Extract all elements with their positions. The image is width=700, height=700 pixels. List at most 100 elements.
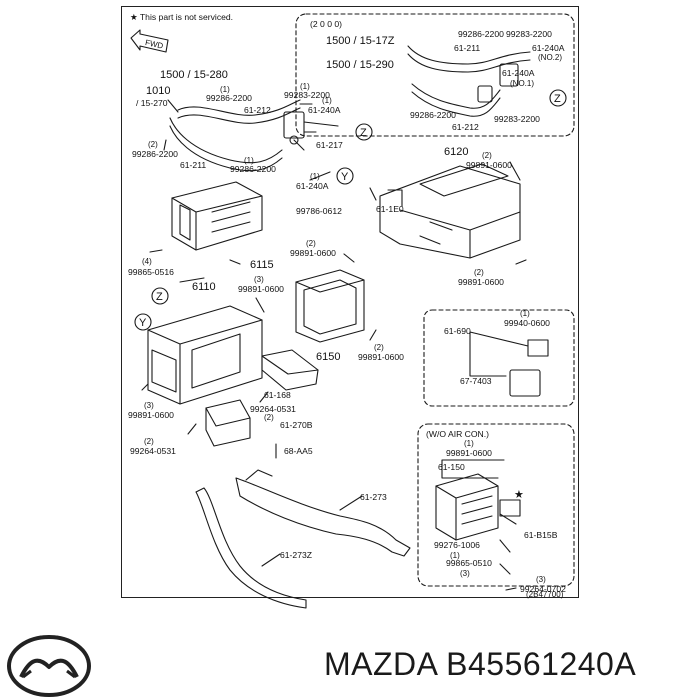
circle-z-2: Z — [554, 93, 561, 105]
ref-6150: 6150 — [316, 351, 340, 363]
ref-6110: 6110 — [192, 281, 216, 293]
qty-label: (1) — [310, 172, 320, 181]
qty-label: (2) — [482, 151, 492, 160]
qty-label: (1) — [322, 96, 332, 105]
blower-case-6120 — [379, 165, 521, 259]
qty-label: (1) — [300, 82, 310, 91]
part-label: 99286-2200 — [230, 164, 276, 174]
part-label: 99286-2200 — [132, 149, 178, 159]
part-label: 99865-0510 — [446, 558, 492, 568]
relay-67-7403 — [509, 369, 541, 397]
hose-61-211 — [169, 117, 283, 164]
part-label: 99264-0531 — [130, 446, 176, 456]
qty-label: (2) — [374, 343, 384, 352]
fwd-arrow — [130, 29, 169, 53]
part-label: 99286-2200 — [206, 93, 252, 103]
part-label: 67-7403 — [460, 376, 492, 386]
part-label: 61-211 — [180, 160, 206, 170]
circle-y-1: Y — [341, 171, 349, 183]
part-label: 61-240A — [308, 105, 341, 115]
star-icon: ★ — [514, 489, 524, 501]
qty-label: (3) — [460, 569, 470, 578]
heater-unit-6115 — [171, 181, 263, 251]
part-label: 61-150 — [438, 462, 465, 472]
part-label: 61-212 — [452, 122, 479, 132]
ref-1500-280: 1500 / 15-280 — [160, 69, 228, 81]
part-label: 99891-0600 — [446, 448, 492, 458]
brand-name: MAZDA — [324, 646, 437, 682]
part-label: 99940-0600 — [504, 318, 550, 328]
qty-label: (3) — [144, 401, 154, 410]
ref-6120: 6120 — [444, 146, 468, 158]
circle-z-1: Z — [360, 127, 367, 139]
mazda-logo-icon — [7, 635, 91, 697]
part-label: 61-211 — [454, 43, 480, 53]
part-label: 99786-0612 — [296, 206, 342, 216]
evaporator-unit — [147, 305, 263, 405]
wo-aircon-label: (W/O AIR CON.) — [426, 429, 489, 439]
ref-1500-17z: 1500 / 15-17Z — [326, 35, 395, 47]
resistor-6150 — [261, 349, 319, 391]
duct-61-273 — [235, 477, 411, 557]
qty-label: (1) — [244, 156, 254, 165]
qty-label: (3) — [536, 575, 546, 584]
part-label: 99283-2200 — [284, 90, 330, 100]
circle-y-2: Y — [139, 317, 147, 329]
part-label: 61-240A — [532, 43, 565, 53]
ref-1500-290: 1500 / 15-290 — [326, 59, 394, 71]
fwd-label: FWD — [144, 38, 164, 51]
part-label: 61-212 — [244, 105, 271, 115]
part-label: 99891-0600 — [458, 277, 504, 287]
part-number: B45561240A — [446, 646, 637, 682]
ref-1010-sub: / 15-270 — [136, 98, 168, 108]
hose-61-212 — [177, 99, 301, 116]
qty-label: (3) — [254, 275, 264, 284]
model-code: (2 0 0 0) — [310, 19, 342, 29]
qty-label: (2) — [144, 437, 154, 446]
qty-label: (2) — [264, 413, 274, 422]
part-label: 99891-0600 — [238, 284, 284, 294]
part-label: 99891-0600 — [358, 352, 404, 362]
qty-label: (4) — [142, 257, 152, 266]
part-label: 99891-0600 — [128, 410, 174, 420]
duct-6110 — [295, 269, 365, 343]
ref-code: (2B47700) — [526, 590, 564, 599]
qty-label: (1) — [520, 309, 530, 318]
circle-z-3: Z — [156, 291, 163, 303]
duct-61-273z — [195, 487, 307, 609]
diagram-frame — [121, 6, 579, 598]
notice-text: ★ This part is not serviced. — [130, 12, 233, 22]
qty-label: (1) — [450, 551, 460, 560]
part-label: 68-AA5 — [284, 446, 313, 456]
part-label: 61-168 — [264, 390, 291, 400]
part-label: 99286-2200 — [458, 29, 504, 39]
brand-part-number: MAZDA B45561240A — [324, 646, 636, 683]
part-label: 61-690 — [444, 326, 471, 336]
qty-label: (1) — [464, 439, 474, 448]
part-label: 99283-2200 — [494, 114, 540, 124]
part-label: 61-270B — [280, 420, 313, 430]
part-label: 61-240A — [502, 68, 535, 78]
qty-label: (2) — [306, 239, 316, 248]
part-label: 61-217 — [316, 140, 343, 150]
part-label: (NO.1) — [510, 79, 534, 88]
part-label: 99264-0702 — [520, 584, 566, 594]
qty-label: (2) — [148, 140, 158, 149]
part-label: 99891-0600 — [466, 160, 512, 170]
part-label: 61-1E0 — [376, 204, 404, 214]
part-label: 61-B15B — [524, 530, 558, 540]
part-label: 99283-2200 — [506, 29, 552, 39]
relay-box — [423, 309, 575, 407]
wo-aircon-box — [417, 423, 575, 587]
bracket-61-270b — [205, 399, 251, 447]
part-label: 99286-2200 — [410, 110, 456, 120]
blower-61-150 — [435, 473, 499, 541]
part-label: 61-240A — [296, 181, 329, 191]
part-label: 99891-0600 — [290, 248, 336, 258]
part-label: (NO.2) — [538, 53, 562, 62]
qty-label: (1) — [220, 85, 230, 94]
ref-6115: 6115 — [250, 259, 274, 271]
model-2000-box — [295, 13, 575, 137]
part-label: 61-273 — [360, 492, 387, 502]
